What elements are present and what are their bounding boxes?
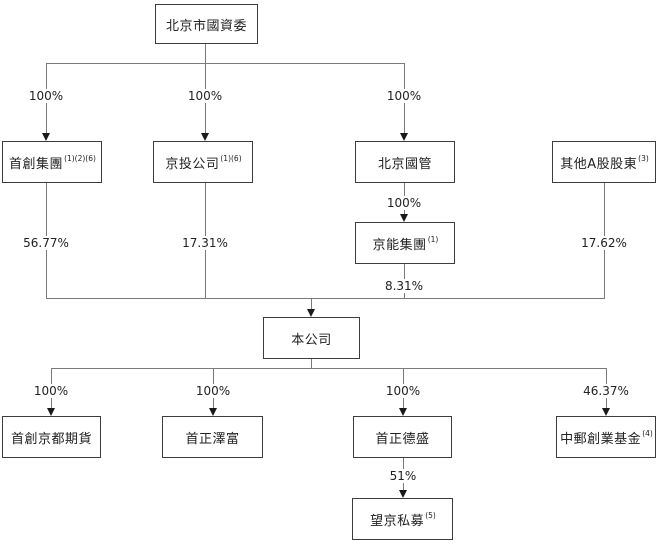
footnote-reference: (1)(6)	[220, 153, 242, 163]
ownership-percentage-label: 100%	[192, 384, 234, 398]
node-beijing-guoguan: 北京國管	[355, 141, 455, 183]
connector-line	[51, 368, 607, 369]
node-label: 其他A股股東	[560, 156, 638, 172]
footnote-reference: (4)	[642, 428, 653, 438]
down-arrowhead-icon	[602, 408, 610, 416]
node-label: 本公司	[291, 332, 332, 348]
ownership-percentage-label: 51%	[386, 469, 420, 483]
node-label: 首創京都期貨	[10, 431, 92, 447]
down-arrowhead-icon	[209, 408, 217, 416]
footnote-reference: (3)	[638, 153, 649, 163]
footnote-reference: (1)(2)(6)	[64, 153, 96, 163]
node-label: 京能集團	[372, 237, 427, 253]
node-beijing-sasac: 北京市國資委	[155, 4, 258, 44]
connector-line	[46, 63, 405, 64]
node-jingtou-company: 京投公司(1)(6)	[153, 141, 253, 183]
ownership-percentage-label: 100%	[30, 384, 72, 398]
ownership-percentage-label: 46.37%	[580, 384, 632, 398]
ownership-percentage-label: 17.62%	[578, 236, 630, 250]
node-shouchuang-jingdu-futures: 首創京都期貨	[2, 416, 101, 458]
ownership-percentage-label: 100%	[382, 384, 424, 398]
node-label: 首創集團	[9, 156, 64, 172]
connector-line	[46, 298, 605, 299]
node-label: 北京市國資委	[165, 18, 247, 34]
node-label: 中郵創業基金	[560, 431, 642, 447]
footnote-reference: (5)	[425, 510, 436, 520]
node-other-a-shareholders: 其他A股股東(3)	[552, 141, 656, 183]
ownership-percentage-label: 100%	[25, 89, 67, 103]
node-shouzheng-zefu: 首正澤富	[162, 416, 263, 458]
down-arrowhead-icon	[400, 133, 408, 141]
ownership-percentage-label: 100%	[184, 89, 226, 103]
down-arrowhead-icon	[399, 490, 407, 498]
down-arrowhead-icon	[399, 408, 407, 416]
node-label: 望京私募	[370, 513, 425, 529]
ownership-percentage-label: 56.77%	[20, 236, 72, 250]
footnote-reference: (1)	[427, 234, 439, 244]
connector-line	[311, 359, 312, 368]
down-arrowhead-icon	[400, 214, 408, 222]
node-wangjing-private-fund: 望京私募(5)	[352, 498, 453, 540]
ownership-percentage-label: 8.31%	[381, 279, 427, 293]
ownership-percentage-label: 100%	[383, 89, 425, 103]
node-label: 北京國管	[377, 156, 432, 172]
ownership-percentage-label: 100%	[383, 196, 425, 210]
node-jingneng-group: 京能集團(1)	[355, 222, 455, 264]
node-label: 首正德盛	[375, 431, 430, 447]
ownership-percentage-label: 17.31%	[179, 236, 231, 250]
node-label: 京投公司	[165, 156, 220, 172]
connector-line	[205, 44, 206, 63]
node-shouchuang-group: 首創集團(1)(2)(6)	[2, 141, 102, 183]
down-arrowhead-icon	[201, 133, 209, 141]
down-arrowhead-icon	[42, 133, 50, 141]
down-arrowhead-icon	[307, 309, 315, 317]
connector-line	[311, 298, 312, 309]
node-china-post-venture-fund: 中郵創業基金(4)	[556, 416, 656, 458]
down-arrowhead-icon	[47, 408, 55, 416]
node-shouzheng-desheng: 首正德盛	[353, 416, 452, 458]
node-the-company: 本公司	[263, 317, 360, 359]
node-label: 首正澤富	[185, 431, 240, 447]
